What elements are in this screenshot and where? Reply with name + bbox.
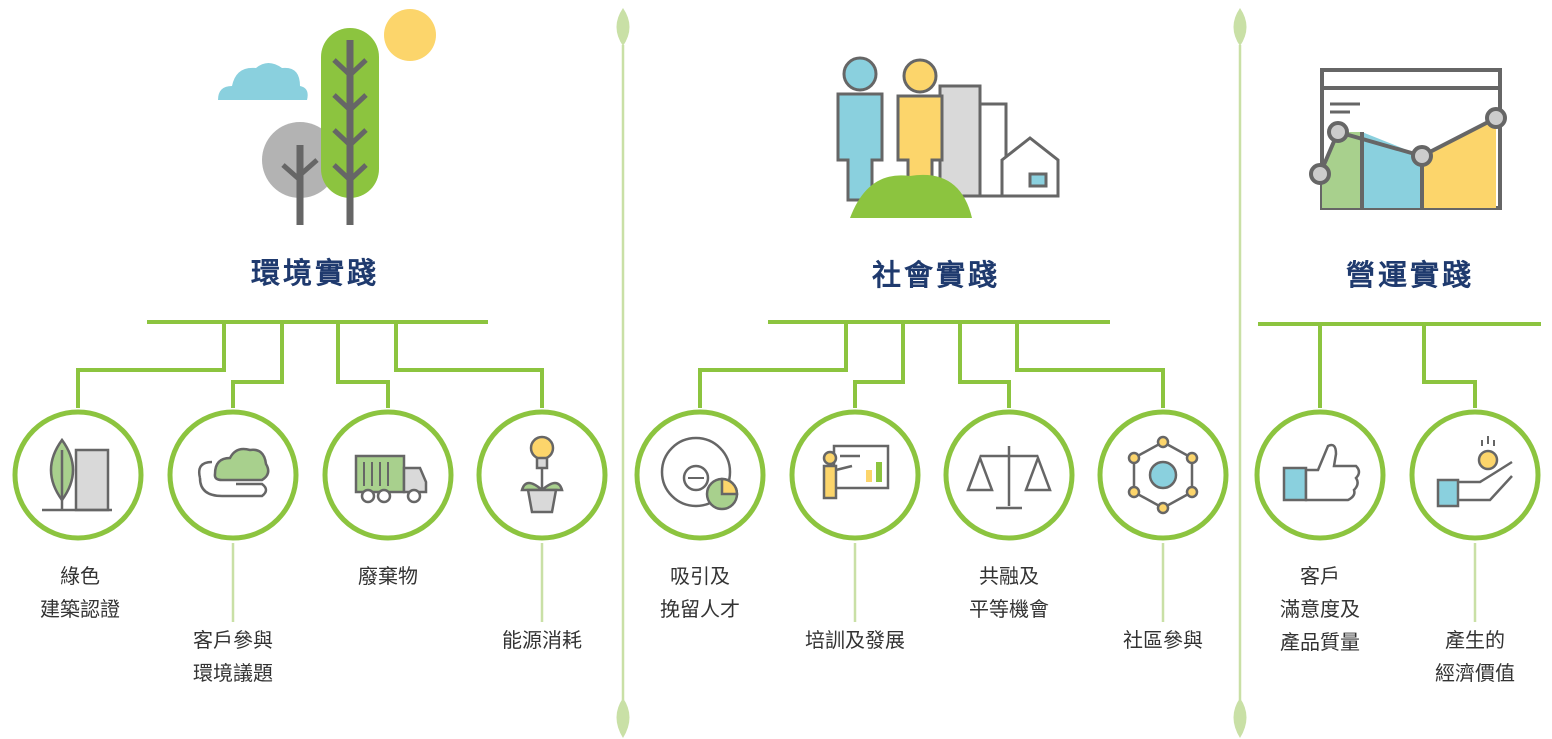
thumbs-up-icon (1282, 443, 1361, 502)
scales-icon (966, 446, 1052, 510)
node-circles (12, 409, 1541, 541)
person-chart-icon (660, 436, 739, 511)
label-drop-lines (231, 543, 1477, 622)
people-buildings-icon (836, 56, 1060, 218)
label-inclusion: 共融及 平等機會 (969, 564, 1049, 621)
label-talent: 吸引及 挽留人才 (660, 564, 740, 621)
green-building-icon (42, 437, 112, 512)
divider-left (616, 8, 630, 738)
trees-cloud-sun-icon (218, 9, 436, 225)
label-customer-satisfaction: 客戶 滿意度及 產品質量 (1280, 564, 1360, 654)
label-energy: 能源消耗 (502, 628, 582, 652)
label-training: 培訓及發展 (805, 628, 905, 652)
garbage-truck-icon (354, 454, 428, 504)
lightbulb-plant-icon (520, 435, 564, 514)
network-icon (1127, 435, 1199, 515)
dashboard-chart-icon (1309, 68, 1507, 210)
section-title-environment: 環境實踐 (250, 256, 379, 290)
label-community: 社區參與 (1123, 628, 1203, 652)
divider-right (1233, 8, 1247, 738)
presentation-icon (822, 444, 890, 500)
hand-cloud-icon (198, 447, 270, 498)
label-customer-environment: 客戶參與 環境議題 (193, 628, 273, 685)
label-green-building: 綠色 建築認證 (40, 564, 120, 621)
section-title-social: 社會實踐 (871, 258, 1000, 292)
label-waste: 廢棄物 (358, 564, 418, 588)
section-title-operations: 營運實踐 (1345, 258, 1474, 292)
label-economic-value: 產生的 經濟價值 (1435, 628, 1515, 685)
connector-lines (76, 320, 1541, 408)
hand-coin-icon (1436, 436, 1513, 508)
